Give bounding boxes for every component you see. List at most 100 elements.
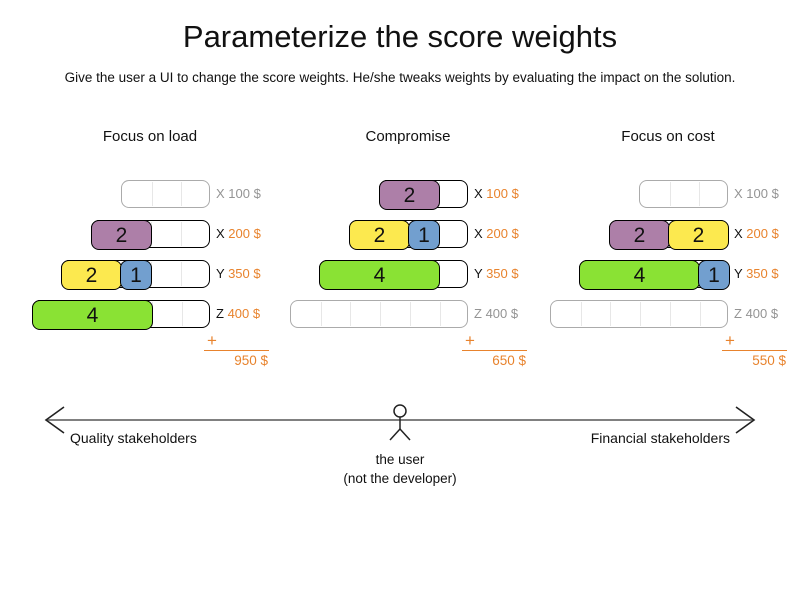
capacity-grid-line (640, 302, 641, 326)
total-value: 650 $ (492, 353, 526, 368)
user-stick-figure-icon (389, 404, 411, 441)
column-title: Compromise (365, 128, 451, 145)
capacity-grid-line (181, 182, 182, 206)
plus-sign: + (725, 331, 735, 350)
capacity-grid-line (350, 302, 351, 326)
process-block: 2 (61, 260, 122, 290)
sum-line (722, 350, 787, 351)
computer-cost-label: X 100 $ (216, 180, 261, 208)
computer-letter: Y (474, 266, 487, 281)
total-cost: +950 $ (204, 331, 269, 368)
capacity-grid-line (610, 302, 611, 326)
capacity-grid-line (440, 302, 441, 326)
sum-line (204, 350, 269, 351)
computer-cost-label: Z 400 $ (474, 300, 518, 328)
capacity-grid-line (699, 182, 700, 206)
computer-capacity-bar (121, 180, 210, 208)
computer-price: 100 $ (228, 186, 261, 201)
sum-line (462, 350, 527, 351)
column-title: Focus on load (102, 128, 198, 145)
computer-price: 400 $ (485, 306, 519, 321)
process-block: 2 (349, 220, 410, 250)
total-cost: +650 $ (462, 331, 527, 368)
capacity-grid-line (182, 302, 183, 326)
computer-letter: Z (734, 306, 746, 321)
capacity-grid-line (700, 302, 701, 326)
capacity-grid-line (181, 262, 182, 286)
computer-letter: X (474, 186, 487, 201)
computer-letter: Y (216, 266, 229, 281)
computer-price: 400 $ (227, 306, 261, 321)
page-subtitle: Give the user a UI to change the score w… (64, 70, 736, 85)
capacity-grid-line (670, 302, 671, 326)
computer-price: 100 $ (746, 186, 779, 201)
computer-capacity-bar: 4 (32, 300, 210, 330)
process-block: 1 (408, 220, 440, 250)
column-title: Focus on cost (621, 128, 715, 145)
process-block: 4 (319, 260, 440, 290)
computer-price: 200 $ (486, 226, 519, 241)
computer-cost-label: X 100 $ (474, 180, 519, 208)
process-block: 1 (120, 260, 152, 290)
capacity-grid-line (380, 302, 381, 326)
financial-stakeholders-label: Financial stakeholders (590, 430, 730, 446)
computer-price: 350 $ (228, 266, 261, 281)
process-block: 2 (379, 180, 440, 210)
capacity-grid-line (152, 182, 153, 206)
computer-cost-label: X 100 $ (734, 180, 779, 208)
computer-cost-label: X 200 $ (734, 220, 779, 248)
plus-sign: + (207, 331, 217, 350)
computer-capacity-bar (550, 300, 728, 328)
capacity-grid-line (581, 302, 582, 326)
computer-letter: X (734, 226, 747, 241)
computer-cost-label: Y 350 $ (216, 260, 261, 288)
computer-capacity-bar: 2 (91, 220, 210, 250)
quality-stakeholders-label: Quality stakeholders (70, 430, 197, 446)
computer-letter: X (216, 226, 229, 241)
computer-price: 200 $ (228, 226, 261, 241)
stakeholder-axis (44, 404, 756, 441)
user-caption: the user (not the developer) (0, 450, 800, 488)
computer-cost-label: X 200 $ (216, 220, 261, 248)
computer-capacity-bar: 4 (319, 260, 468, 290)
process-block: 4 (32, 300, 153, 330)
capacity-grid-line (410, 302, 411, 326)
computer-letter: X (734, 186, 747, 201)
process-block: 4 (579, 260, 700, 290)
computer-capacity-bar (290, 300, 468, 328)
computer-capacity-bar: 2 (379, 180, 468, 210)
user-caption-line2: (not the developer) (343, 471, 457, 486)
computer-cost-label: Y 350 $ (734, 260, 779, 288)
right-arrowhead-icon (735, 406, 756, 434)
computer-price: 400 $ (745, 306, 779, 321)
computer-cost-label: X 200 $ (474, 220, 519, 248)
plus-sign: + (465, 331, 475, 350)
computer-cost-label: Z 400 $ (216, 300, 260, 328)
computer-price: 200 $ (746, 226, 779, 241)
computer-letter: X (474, 226, 487, 241)
total-cost: +550 $ (722, 331, 787, 368)
computer-cost-label: Y 350 $ (474, 260, 519, 288)
total-value: 950 $ (234, 353, 268, 368)
process-block: 2 (91, 220, 152, 250)
computer-price: 350 $ (746, 266, 779, 281)
computer-cost-label: Z 400 $ (734, 300, 778, 328)
process-block: 1 (698, 260, 730, 290)
computer-letter: Z (474, 306, 486, 321)
computer-price: 350 $ (486, 266, 519, 281)
computer-capacity-bar (639, 180, 728, 208)
computer-letter: Z (216, 306, 228, 321)
computer-letter: X (216, 186, 229, 201)
left-arrowhead-icon (44, 406, 65, 434)
page-title: Parameterize the score weights (182, 19, 618, 54)
user-caption-line1: the user (375, 452, 425, 467)
process-block: 2 (668, 220, 729, 250)
process-block: 2 (609, 220, 670, 250)
